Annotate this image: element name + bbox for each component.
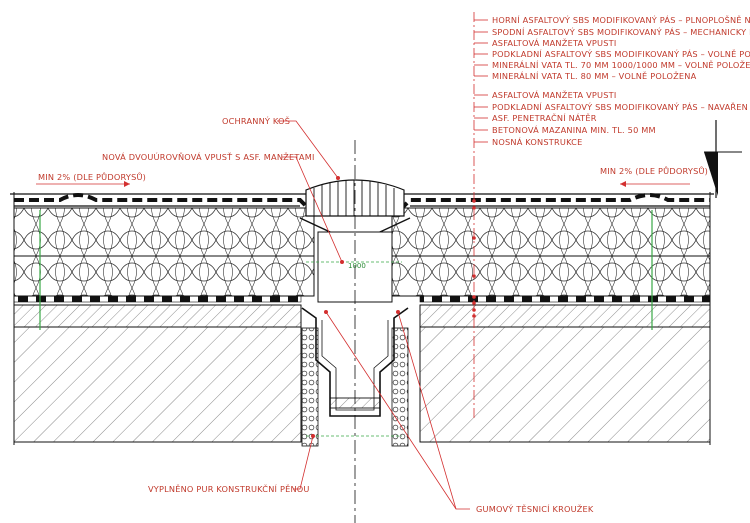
layer-label-4: PODKLADNÍ ASFALTOVÝ SBS MODIFIKOVANÝ PÁS… [492, 48, 750, 59]
callout-guard-basket: OCHRANNÝ KOŠ [222, 115, 290, 126]
leader-pur-fill [293, 434, 315, 490]
slope-left-label: MIN 2% (DLE PŮDORYSŮ) [38, 171, 146, 182]
level-marker [704, 120, 742, 198]
guard-basket-bars [313, 180, 395, 216]
slope-right-label: MIN 2% (DLE PŮDORYSŮ) [600, 165, 708, 176]
layer-label-2: SPODNÍ ASFALTOVÝ SBS MODIFIKOVANÝ PÁS – … [492, 26, 750, 37]
top-membrane-left [14, 193, 312, 212]
base-membrane-left [13, 295, 302, 303]
pur-foam-left [301, 327, 319, 447]
layer-label-9: ASF. PENETRAČNÍ NÁTĚR [492, 112, 597, 123]
slope-right-arrowhead [620, 181, 626, 187]
layer-label-11: NOSNÁ KONSTRUKCE [492, 136, 582, 147]
mineral-wool-80-left [13, 255, 315, 297]
layer-legend: HORNÍ ASFALTOVÝ SBS MODIFIKOVANÝ PÁS – P… [472, 12, 750, 418]
slope-left-arrowhead [124, 181, 130, 187]
level-marker-triangle [704, 152, 718, 196]
concrete-screed-right [419, 304, 711, 328]
concrete-screed [13, 304, 302, 328]
roof-drain: 1000 [299, 140, 411, 523]
layer-label-5: MINERÁLNÍ VATA TL. 70 MM 1000/1000 MM – … [492, 59, 750, 70]
layer-marker-dots [472, 199, 476, 318]
legend-ticks [474, 19, 488, 143]
load-bearing-structure-right [419, 326, 711, 443]
callout-new-drain: NOVÁ DVOUÚROVŇOVÁ VPUSŤ S ASF. MANŽETAMI [102, 151, 315, 162]
callout-rubber-ring: GUMOVÝ TĚSNICÍ KROUŽEK [476, 503, 594, 514]
load-bearing-structure [13, 326, 302, 443]
roof-section [10, 192, 714, 445]
leader-rubber-ring-b [396, 310, 457, 510]
base-membrane-right [419, 295, 711, 303]
mineral-wool-70-right [391, 207, 711, 257]
layer-label-8: PODKLADNÍ ASFALTOVÝ SBS MODIFIKOVANÝ PÁS… [492, 101, 748, 112]
layer-label-6: MINERÁLNÍ VATA TL. 80 MM – VOLNĚ POLOŽEN… [492, 70, 697, 81]
layer-label-7: ASFALTOVÁ MANŽETA VPUSTI [492, 89, 616, 100]
leader-guard-basket [277, 120, 340, 180]
callouts: OCHRANNÝ KOŠ NOVÁ DVOUÚROVŇOVÁ VPUSŤ S A… [102, 115, 594, 514]
callout-pur-fill: VYPLNĚNO PUR KONSTRUKČNÍ PĚNOU [148, 483, 310, 494]
leader-new-drain [282, 156, 344, 264]
layer-label-3: ASFALTOVÁ MANŽETA VPUSTI [492, 37, 616, 48]
pur-foam-right [391, 327, 409, 447]
layer-label-10: BETONOVÁ MAZANINA MIN. TL. 50 MM [492, 124, 656, 135]
mineral-wool-80-right [391, 255, 711, 297]
slope-notes: MIN 2% (DLE PŮDORYSŮ) MIN 2% (DLE PŮDORY… [36, 165, 708, 187]
layer-label-1: HORNÍ ASFALTOVÝ SBS MODIFIKOVANÝ PÁS – P… [492, 14, 750, 25]
top-membrane-right [398, 193, 710, 212]
dimension-text: 1000 [348, 262, 366, 270]
mineral-wool-70-left [13, 207, 315, 257]
